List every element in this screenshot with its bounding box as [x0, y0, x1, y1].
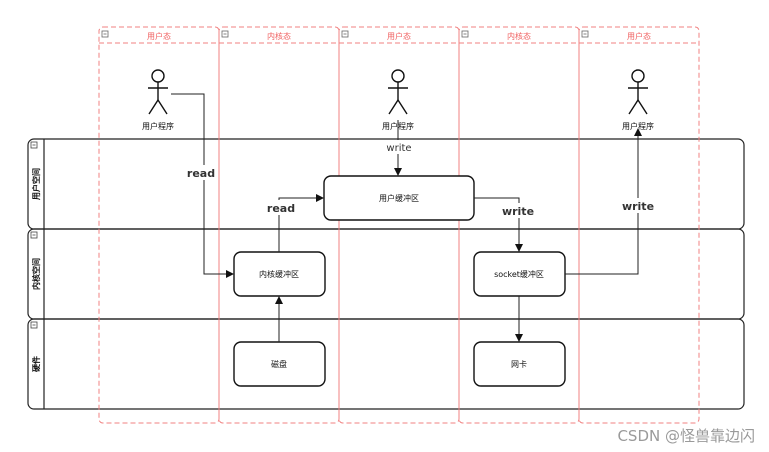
row-hardware: 硬件 [27, 318, 745, 410]
svg-text:内核缓冲区: 内核缓冲区 [259, 269, 299, 279]
edge-label-bg [620, 198, 656, 213]
edge-label-read-kernel: read [267, 202, 295, 215]
svg-text:socket缓冲区: socket缓冲区 [494, 269, 544, 279]
actor-user-program-1: 用户程序 [142, 69, 174, 131]
edge-socket-buffer-to-actor3 [565, 128, 642, 275]
edge-actor1-to-kernel-buffer [171, 93, 234, 278]
actor-user-program-3: 用户程序 [622, 69, 654, 131]
edge-label-write-right: write [622, 200, 654, 213]
column-user-mode-2: 用户态 [338, 26, 460, 424]
svg-text:网卡: 网卡 [511, 359, 527, 369]
box-socket-buffer: socket缓冲区 [473, 251, 566, 297]
edge-label-bg [500, 203, 536, 218]
column-title: 用户态 [147, 31, 171, 41]
column-user-mode-1: 用户态 [98, 26, 220, 424]
box-user-buffer: 用户缓冲区 [323, 175, 475, 221]
column-user-mode-3: 用户态 [578, 26, 700, 424]
edge-label-write-top: write [386, 143, 411, 154]
column-kernel-mode-1: 内核态 [218, 26, 340, 424]
svg-text:用户缓冲区: 用户缓冲区 [379, 193, 419, 203]
column-title: 用户态 [627, 31, 651, 41]
edge-label-read-user: read [187, 167, 215, 180]
box-kernel-buffer: 内核缓冲区 [233, 251, 326, 297]
box-disk: 磁盘 [233, 341, 326, 387]
box-nic: 网卡 [473, 341, 566, 387]
edge-label-bg [382, 140, 416, 154]
edge-kernel-buffer-to-user-buffer [278, 194, 324, 252]
edge-label-bg [184, 165, 218, 180]
actor-label: 用户程序 [622, 121, 654, 131]
column-title: 内核态 [507, 31, 531, 41]
column-title: 用户态 [387, 31, 411, 41]
watermark: CSDN @怪兽靠边闪 [617, 427, 755, 445]
edge-user-buffer-to-socket-buffer [474, 197, 523, 252]
svg-text:磁盘: 磁盘 [271, 359, 287, 369]
row-title-user-space: 用户空间 [31, 168, 41, 201]
actor-label: 用户程序 [142, 121, 174, 131]
column-title: 内核态 [267, 31, 291, 41]
edge-label-bg [264, 200, 298, 215]
row-title-hardware: 硬件 [31, 356, 41, 372]
edge-label-write-mid: write [502, 205, 534, 218]
row-title-kernel-space: 内核空间 [31, 258, 41, 290]
